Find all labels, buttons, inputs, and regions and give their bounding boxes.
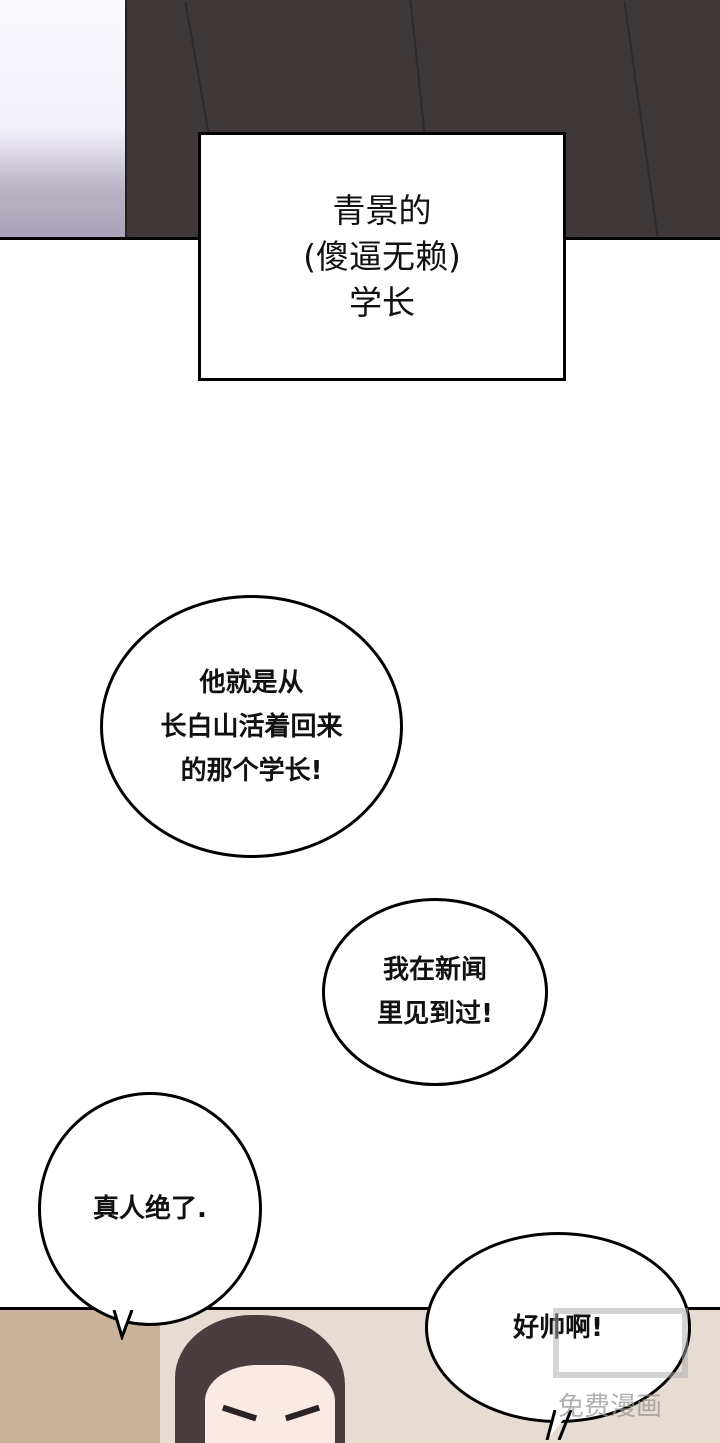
bubble-line: 里见到过! xyxy=(377,999,493,1029)
bubble-line: 我在新闻 xyxy=(382,955,487,985)
speech-bubble-1: 他就是从 长白山活着回来 的那个学长! xyxy=(100,595,403,858)
bubble-line: 长白山活着回来 xyxy=(160,711,343,742)
watermark-text: 免费漫画 xyxy=(558,1392,663,1422)
bubble-line: 的那个学长! xyxy=(180,755,323,786)
speech-bubble-2: 我在新闻 里见到过! xyxy=(322,898,548,1086)
caption-line: 青景的 xyxy=(332,190,432,230)
background-cabinet xyxy=(0,1310,160,1443)
bubble-line: 真人绝了. xyxy=(93,1194,207,1224)
white-shirt-art xyxy=(0,0,127,237)
bubble-line: 他就是从 xyxy=(199,667,304,698)
bubble-tail xyxy=(545,1410,573,1440)
caption-line: 学长 xyxy=(349,282,415,322)
coat-fold-line xyxy=(623,1,659,236)
character-face xyxy=(205,1365,335,1443)
watermark-logo xyxy=(553,1308,688,1378)
bubble-tail xyxy=(112,1310,134,1340)
speech-bubble-3: 真人绝了. xyxy=(38,1092,262,1326)
caption-box: 青景的 (傻逼无赖) 学长 xyxy=(198,132,566,381)
caption-line: (傻逼无赖) xyxy=(303,236,461,276)
